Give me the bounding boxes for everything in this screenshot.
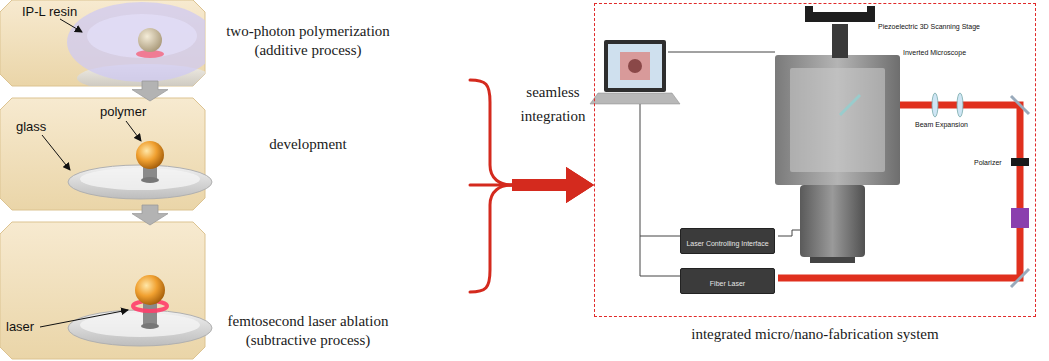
part-label: Beam Expansion xyxy=(915,120,968,130)
integration-connector xyxy=(470,167,594,292)
leader-line xyxy=(42,135,70,170)
glass-dish xyxy=(68,165,212,199)
device-label: Laser Controlling Interface xyxy=(686,239,768,248)
brace-line xyxy=(470,185,512,292)
arrow-head xyxy=(566,167,594,203)
arrow-head xyxy=(566,167,594,203)
integration-connector xyxy=(470,167,594,203)
part-label: Polarizer xyxy=(974,158,1002,168)
objective xyxy=(832,24,848,58)
arrow-shaft xyxy=(512,179,568,191)
polarizer xyxy=(1011,158,1029,166)
step-label: development xyxy=(218,135,398,154)
integration-connector xyxy=(470,80,594,203)
scanning-stage xyxy=(805,12,875,22)
device-box: Fiber Laser xyxy=(680,268,775,294)
device-label: Fiber Laser xyxy=(710,279,745,288)
lens xyxy=(957,93,963,117)
arrow-shaft xyxy=(512,179,568,191)
leader-line xyxy=(60,19,82,32)
process-step: development xyxy=(0,98,470,210)
arrow-shaft xyxy=(512,179,568,191)
leader-line xyxy=(126,121,141,141)
part-label: Piezoelectric 3D Scanning Stage xyxy=(878,22,980,32)
glass-dish xyxy=(68,310,212,346)
resin-drop xyxy=(67,2,217,82)
sphere xyxy=(138,28,162,52)
step-arrow-shape xyxy=(132,205,168,225)
system-caption: integrated micro/nano-fabrication system xyxy=(594,325,1036,344)
step-arrow xyxy=(132,81,168,101)
shutter xyxy=(1011,208,1029,228)
callout-label: laser xyxy=(6,319,34,335)
sphere xyxy=(136,141,164,169)
edge-label: seamless integration xyxy=(514,80,592,128)
microscope-body xyxy=(775,55,900,185)
lens xyxy=(932,93,938,117)
callout-label: polymer xyxy=(100,104,146,120)
callout-label: IP-L resin xyxy=(22,4,77,20)
step-label: two-photon polymerization (additive proc… xyxy=(218,22,398,60)
part-label: Inverted Microscope xyxy=(903,48,966,58)
arrow-head xyxy=(566,167,594,203)
ccd-camera xyxy=(800,185,865,257)
callout-label: glass xyxy=(16,119,46,135)
brace-line xyxy=(470,80,512,185)
sphere xyxy=(135,275,165,305)
step-arrow-shape xyxy=(132,81,168,101)
step-arrow xyxy=(132,205,168,225)
step-label: femtosecond laser ablation (subtractive … xyxy=(218,312,398,350)
leader-line xyxy=(40,310,128,327)
system-frame: integrated micro/nano-fabrication system… xyxy=(594,3,1036,348)
device-box: Laser Controlling Interface xyxy=(680,228,775,254)
process-step: femtosecond laser ablation (subtractive … xyxy=(0,222,470,361)
system-illustration xyxy=(590,6,1029,287)
dashed-border xyxy=(594,3,1036,317)
